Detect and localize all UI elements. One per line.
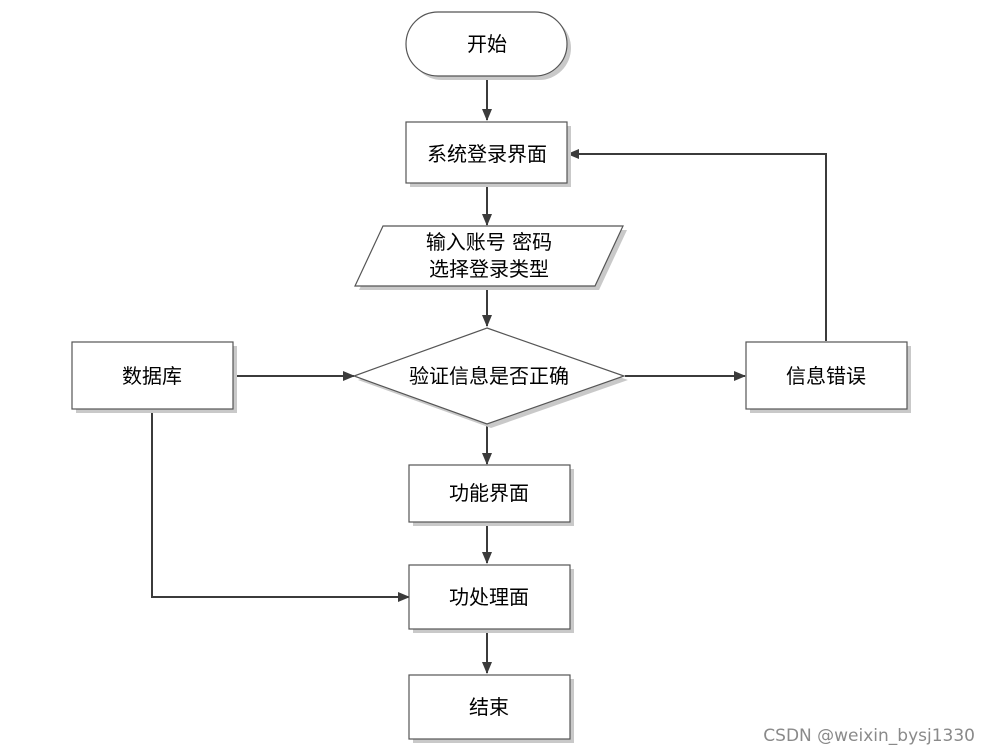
function-screen-node: 功能界面 (408, 464, 574, 526)
process-screen-node: 功处理面 (408, 564, 574, 633)
database-node: 数据库 (71, 341, 237, 413)
info-error-label: 信息错误 (786, 364, 866, 388)
input-label-line1: 输入账号 密码 (426, 230, 552, 254)
info-error-node: 信息错误 (745, 341, 911, 413)
verify-decision-node: 验证信息是否正确 (352, 327, 628, 428)
function-screen-label: 功能界面 (449, 481, 529, 505)
start-label: 开始 (467, 32, 507, 56)
login-screen-node: 系统登录界面 (405, 121, 571, 187)
edge-error-to-login (567, 149, 827, 341)
input-node: 输入账号 密码 选择登录类型 (354, 225, 627, 290)
login-screen-label: 系统登录界面 (427, 142, 547, 166)
input-label-line2: 选择登录类型 (429, 257, 549, 281)
process-screen-label: 功处理面 (449, 585, 529, 609)
verify-label: 验证信息是否正确 (409, 364, 569, 388)
edge-database-to-process (151, 409, 410, 602)
watermark: CSDN @weixin_bysj1330 (763, 726, 975, 746)
end-node: 结束 (408, 674, 574, 743)
end-label: 结束 (469, 695, 509, 719)
database-label: 数据库 (122, 364, 182, 388)
start-node: 开始 (405, 11, 571, 80)
